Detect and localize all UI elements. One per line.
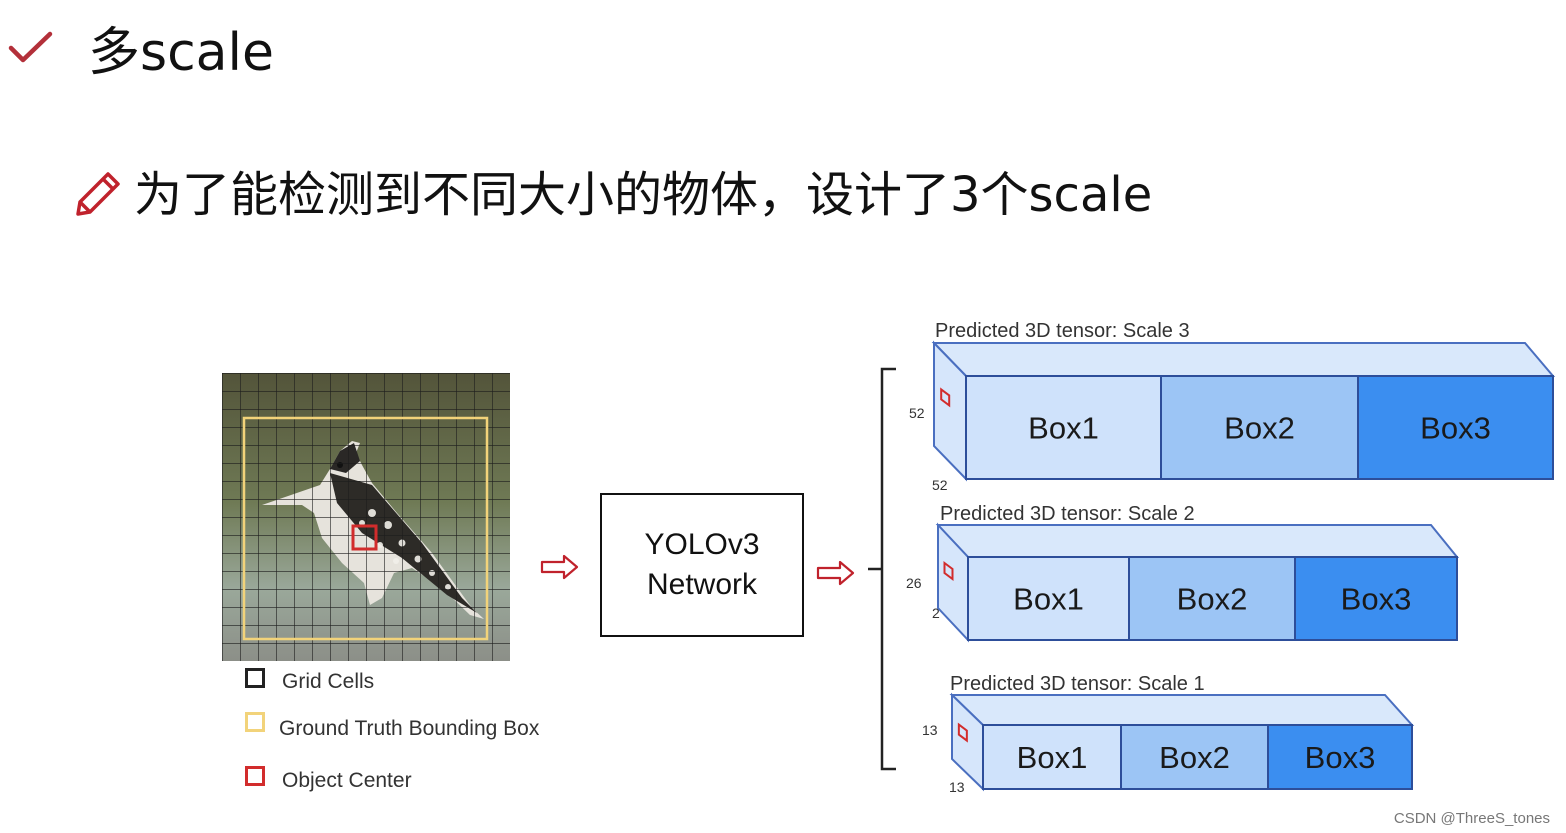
watermark: CSDN @ThreeS_tones [1394,810,1550,827]
tensor-0-top-face [934,343,1553,376]
tensor-0-box3-label: Box3 [1420,411,1491,446]
tensor-1-box2-label: Box2 [1177,582,1248,617]
tensor-0-box1-label: Box1 [1028,411,1099,446]
tensor-2-box2-label: Box2 [1159,740,1230,775]
tensor-2-box1-label: Box1 [1017,740,1088,775]
tensor-0-box2-label: Box2 [1224,411,1295,446]
tensor-2-box3-label: Box3 [1305,740,1376,775]
tensor-2-top-face [952,695,1412,725]
tensor-1-box3-label: Box3 [1341,582,1412,617]
tensor-1-top-face [938,525,1457,557]
tensor-1-box1-label: Box1 [1013,582,1084,617]
